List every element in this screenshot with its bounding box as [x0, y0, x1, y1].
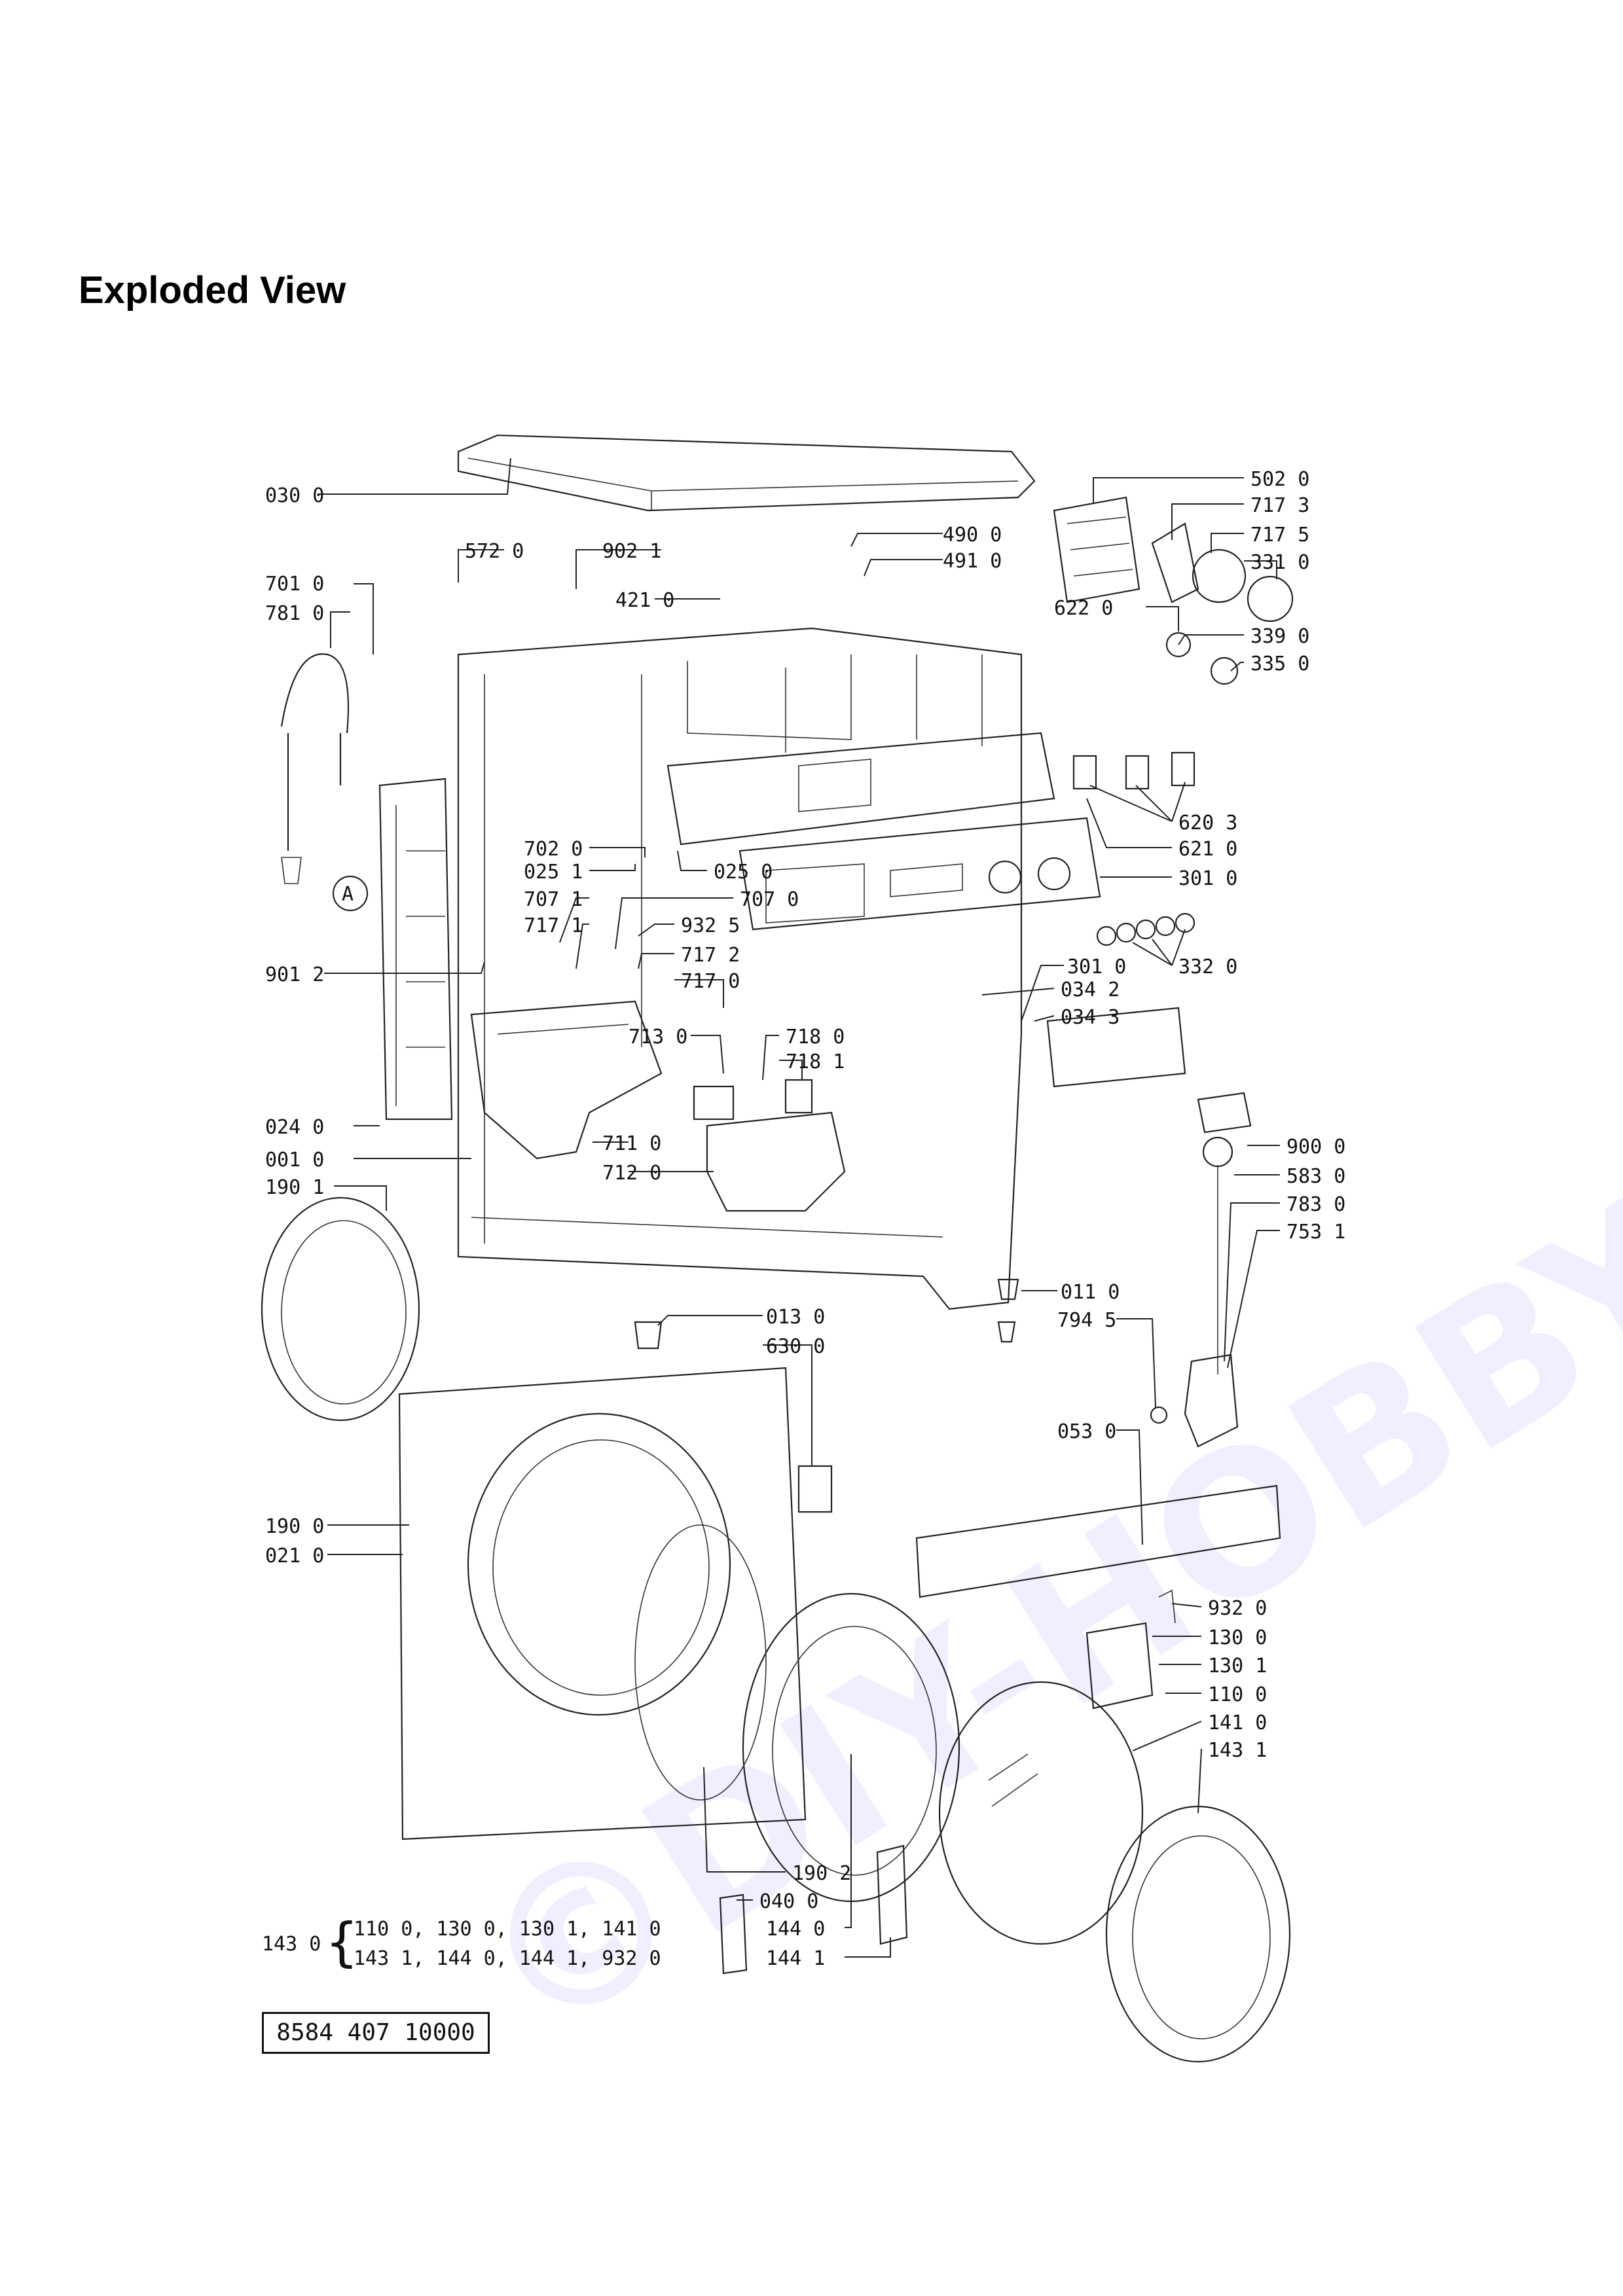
part-label: 130 0: [1208, 1626, 1267, 1649]
pressure-switch-drawing: [1197, 1092, 1252, 1374]
part-label: 110 0: [1208, 1683, 1267, 1706]
page-title: Exploded View: [79, 269, 346, 312]
part-label: 025 1: [524, 861, 583, 884]
document-number-box: 8584 407 10000: [262, 2012, 490, 2054]
part-label: 622 0: [1054, 597, 1113, 620]
part-label: 718 1: [786, 1050, 845, 1073]
part-label: 502 0: [1250, 468, 1309, 491]
part-label: 143 1: [1208, 1739, 1267, 1762]
part-label: 781 0: [265, 602, 324, 625]
knobs-drawing: [1096, 912, 1195, 946]
part-label: 630 0: [766, 1335, 825, 1358]
side-panel-drawing: [378, 778, 453, 1121]
part-label: 717 2: [681, 944, 740, 967]
part-label: 034 3: [1061, 1006, 1120, 1029]
part-label: 144 0: [766, 1918, 825, 1941]
part-label: 190 0: [265, 1515, 324, 1538]
part-label: 717 3: [1250, 494, 1309, 517]
part-label: 190 2: [792, 1862, 851, 1885]
part-label: 011 0: [1061, 1281, 1120, 1304]
part-label: 190 1: [265, 1176, 324, 1199]
part-label: 717 5: [1250, 524, 1309, 547]
group-note-line-1: 110 0, 130 0, 130 1, 141 0: [354, 1918, 661, 1941]
part-label: 707 0: [740, 888, 799, 911]
group-note-line-2: 143 1, 144 0, 144 1, 932 0: [354, 1947, 661, 1970]
part-label: 702 0: [524, 838, 583, 861]
part-label: 301 0: [1067, 956, 1126, 978]
part-label: 753 1: [1286, 1221, 1345, 1244]
part-label: 901 2: [265, 963, 324, 986]
svg-text:{: {: [326, 1912, 357, 1973]
switch-clips-drawing: [1072, 751, 1195, 790]
part-label: 932 0: [1208, 1597, 1267, 1620]
svg-text:A: A: [342, 883, 354, 906]
part-label: 783 0: [1286, 1193, 1345, 1216]
part-label: 713 0: [629, 1026, 687, 1049]
part-label: 339 0: [1250, 625, 1309, 648]
part-label: 001 0: [265, 1149, 324, 1172]
feet-drawing: [634, 1278, 1019, 1350]
part-label: 711 0: [602, 1132, 661, 1155]
part-label: 717 0: [681, 970, 740, 993]
part-label: 030 0: [265, 484, 324, 507]
part-label: 421 0: [615, 589, 674, 612]
part-label: 021 0: [265, 1545, 324, 1568]
part-label: 130 1: [1208, 1655, 1267, 1677]
part-label: 572 0: [465, 540, 524, 563]
part-label: 707 1: [524, 888, 583, 911]
part-label: 932 5: [681, 914, 740, 937]
cabinet-drawing: [457, 627, 1023, 1310]
part-label: 621 0: [1178, 838, 1237, 861]
part-label: 902 1: [602, 540, 661, 563]
part-label: 025 0: [714, 861, 773, 884]
part-label: 141 0: [1208, 1712, 1267, 1734]
part-label: 583 0: [1286, 1165, 1345, 1188]
group-note-part: 143 0: [262, 1933, 321, 1956]
top-cover-drawing: [457, 434, 1036, 512]
pcb-drawing: [1053, 496, 1294, 685]
part-label: 712 0: [602, 1162, 661, 1185]
front-panel-drawing: [398, 1367, 833, 1840]
part-label: 490 0: [943, 524, 1002, 547]
control-panel-drawing: [666, 732, 1101, 931]
part-label: 491 0: [943, 550, 1002, 573]
part-label: 024 0: [265, 1116, 324, 1139]
part-label: 620 3: [1178, 812, 1237, 834]
inlet-hose-drawing: A: [280, 653, 369, 912]
part-label: 718 0: [786, 1026, 845, 1049]
part-label: 335 0: [1250, 653, 1309, 675]
part-label: 900 0: [1286, 1136, 1345, 1158]
part-label: 034 2: [1061, 978, 1120, 1001]
hinge-drawing: [719, 1844, 908, 1975]
part-labels: 030 0 572 0 902 1 490 0 491 0 701 0 421 …: [265, 468, 1345, 1970]
part-label: 053 0: [1057, 1420, 1116, 1443]
door-handle-drawing: [1085, 1589, 1176, 1710]
part-label: 794 5: [1057, 1309, 1116, 1332]
part-label: 301 0: [1178, 867, 1237, 890]
part-label: 332 0: [1178, 956, 1237, 978]
part-label: 701 0: [265, 573, 324, 596]
group-note: 143 0 { 110 0, 130 0, 130 1, 141 0 143 1…: [262, 1912, 661, 1973]
part-label: 331 0: [1250, 551, 1309, 574]
part-label: 717 1: [524, 914, 583, 937]
door-seal-drawing: [261, 1196, 420, 1422]
part-label: 040 0: [759, 1890, 818, 1913]
leader-lines: [318, 457, 1280, 1958]
part-label: 144 1: [766, 1947, 825, 1970]
part-label: 013 0: [766, 1306, 825, 1329]
